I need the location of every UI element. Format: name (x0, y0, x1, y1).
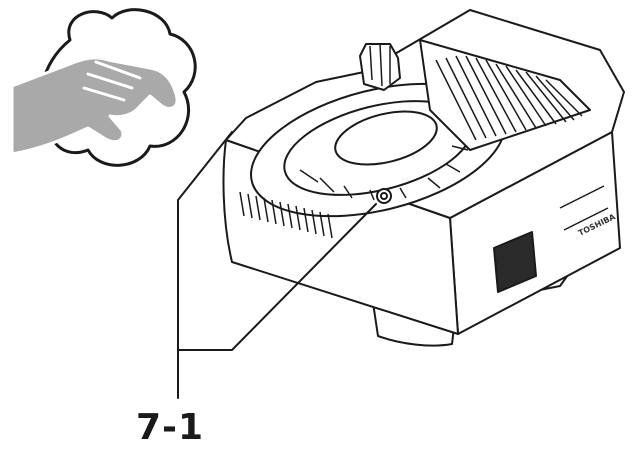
device-illustration (222, 9, 625, 347)
callout-leader-lines (177, 131, 377, 399)
front-vent (239, 191, 333, 239)
leader-line-to-bracket (177, 203, 377, 351)
leader-line-to-left-corner (177, 131, 233, 399)
fan-hub (334, 110, 438, 166)
gloved-hand-wiping-icon (10, 56, 179, 156)
filter-grille (435, 55, 583, 141)
callout-label: 7-1 (136, 407, 205, 448)
side-vent (493, 231, 537, 293)
